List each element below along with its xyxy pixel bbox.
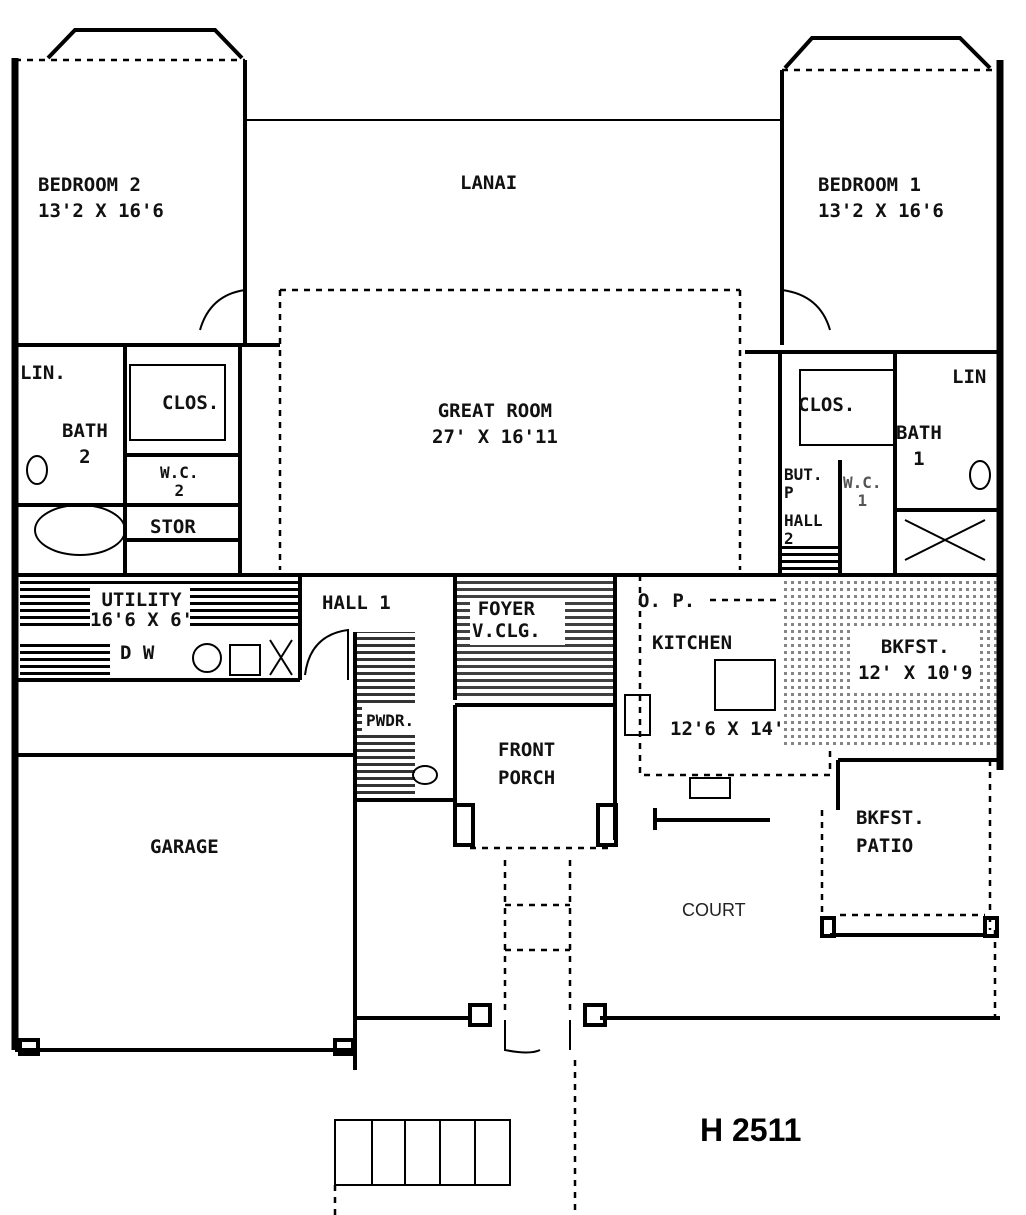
butler-pantry-label: BUT.P: [784, 466, 823, 502]
plan-number: H 2511: [700, 1112, 802, 1148]
bath1-number: 1: [913, 448, 925, 470]
front-porch-sub: PORCH: [498, 767, 556, 789]
garage-label: GARAGE: [150, 836, 219, 858]
utility-size: 16'6 X 6': [90, 609, 193, 631]
bath1-label: BATH 1: [896, 420, 942, 472]
wc2-label: W.C.2: [160, 464, 199, 500]
powder-room-label: PWDR.: [366, 711, 415, 730]
hall2-number: 2: [784, 529, 794, 548]
lanai-label: LANAI: [460, 172, 518, 194]
bedroom2-label: BEDROOM 2 13'2 X 16'6: [38, 172, 164, 224]
great-room-size: 27' X 16'11: [432, 426, 558, 448]
wc1-label: W.C.1: [843, 474, 882, 510]
bedroom2-name: BEDROOM 2: [38, 174, 141, 196]
hall2-name: HALL: [784, 511, 823, 530]
wc2-number: 2: [174, 481, 185, 500]
bedroom2-size: 13'2 X 16'6: [38, 200, 164, 222]
storage-label: STOR: [150, 516, 196, 538]
kitchen-size: 12'6 X 14': [670, 718, 785, 740]
butler-pantry-sub: P: [784, 483, 794, 502]
closet1-label: CLOS.: [798, 394, 856, 416]
bath1-name: BATH: [896, 422, 942, 444]
bedroom1-label: BEDROOM 1 13'2 X 16'6: [818, 172, 944, 224]
bath2-name: BATH: [62, 420, 108, 442]
dryer-washer-label: D W: [120, 642, 155, 664]
court-label: COURT: [682, 900, 746, 920]
wc2-name: W.C.: [160, 463, 199, 482]
breakfast-patio-label: BKFST. PATIO: [856, 804, 925, 860]
linen1-label: LIN: [952, 366, 987, 388]
utility-name: UTILITY: [101, 589, 182, 611]
breakfast-patio-sub: PATIO: [856, 835, 914, 857]
breakfast-label: BKFST. 12' X 10'9: [858, 634, 972, 686]
bay-window-bedroom2: [46, 28, 244, 60]
hall1-label: HALL 1: [322, 592, 391, 614]
bay-window-bedroom1: [783, 36, 992, 70]
bath2-number: 2: [79, 446, 91, 468]
pantry-label: O. P.: [638, 590, 696, 612]
front-porch-name: FRONT: [498, 739, 556, 761]
butler-pantry-name: BUT.: [784, 465, 823, 484]
linen2-label: LIN.: [20, 362, 66, 384]
foyer-ceiling: V.CLG.: [472, 620, 541, 642]
bath2-label: BATH 2: [62, 418, 108, 470]
bedroom1-name: BEDROOM 1: [818, 174, 921, 196]
bedroom1-size: 13'2 X 16'6: [818, 200, 944, 222]
wc1-name: W.C.: [843, 473, 882, 492]
great-room-label: GREAT ROOM 27' X 16'11: [432, 398, 558, 450]
foyer-name: FOYER: [477, 598, 535, 620]
wc1-number: 1: [857, 491, 868, 510]
breakfast-patio-name: BKFST.: [856, 807, 925, 829]
front-porch-label: FRONT PORCH: [498, 736, 555, 792]
breakfast-size: 12' X 10'9: [858, 662, 973, 684]
great-room-name: GREAT ROOM: [437, 400, 553, 422]
closet2-label: CLOS.: [162, 392, 220, 414]
kitchen-name: KITCHEN: [652, 632, 733, 654]
breakfast-name: BKFST.: [880, 636, 950, 658]
